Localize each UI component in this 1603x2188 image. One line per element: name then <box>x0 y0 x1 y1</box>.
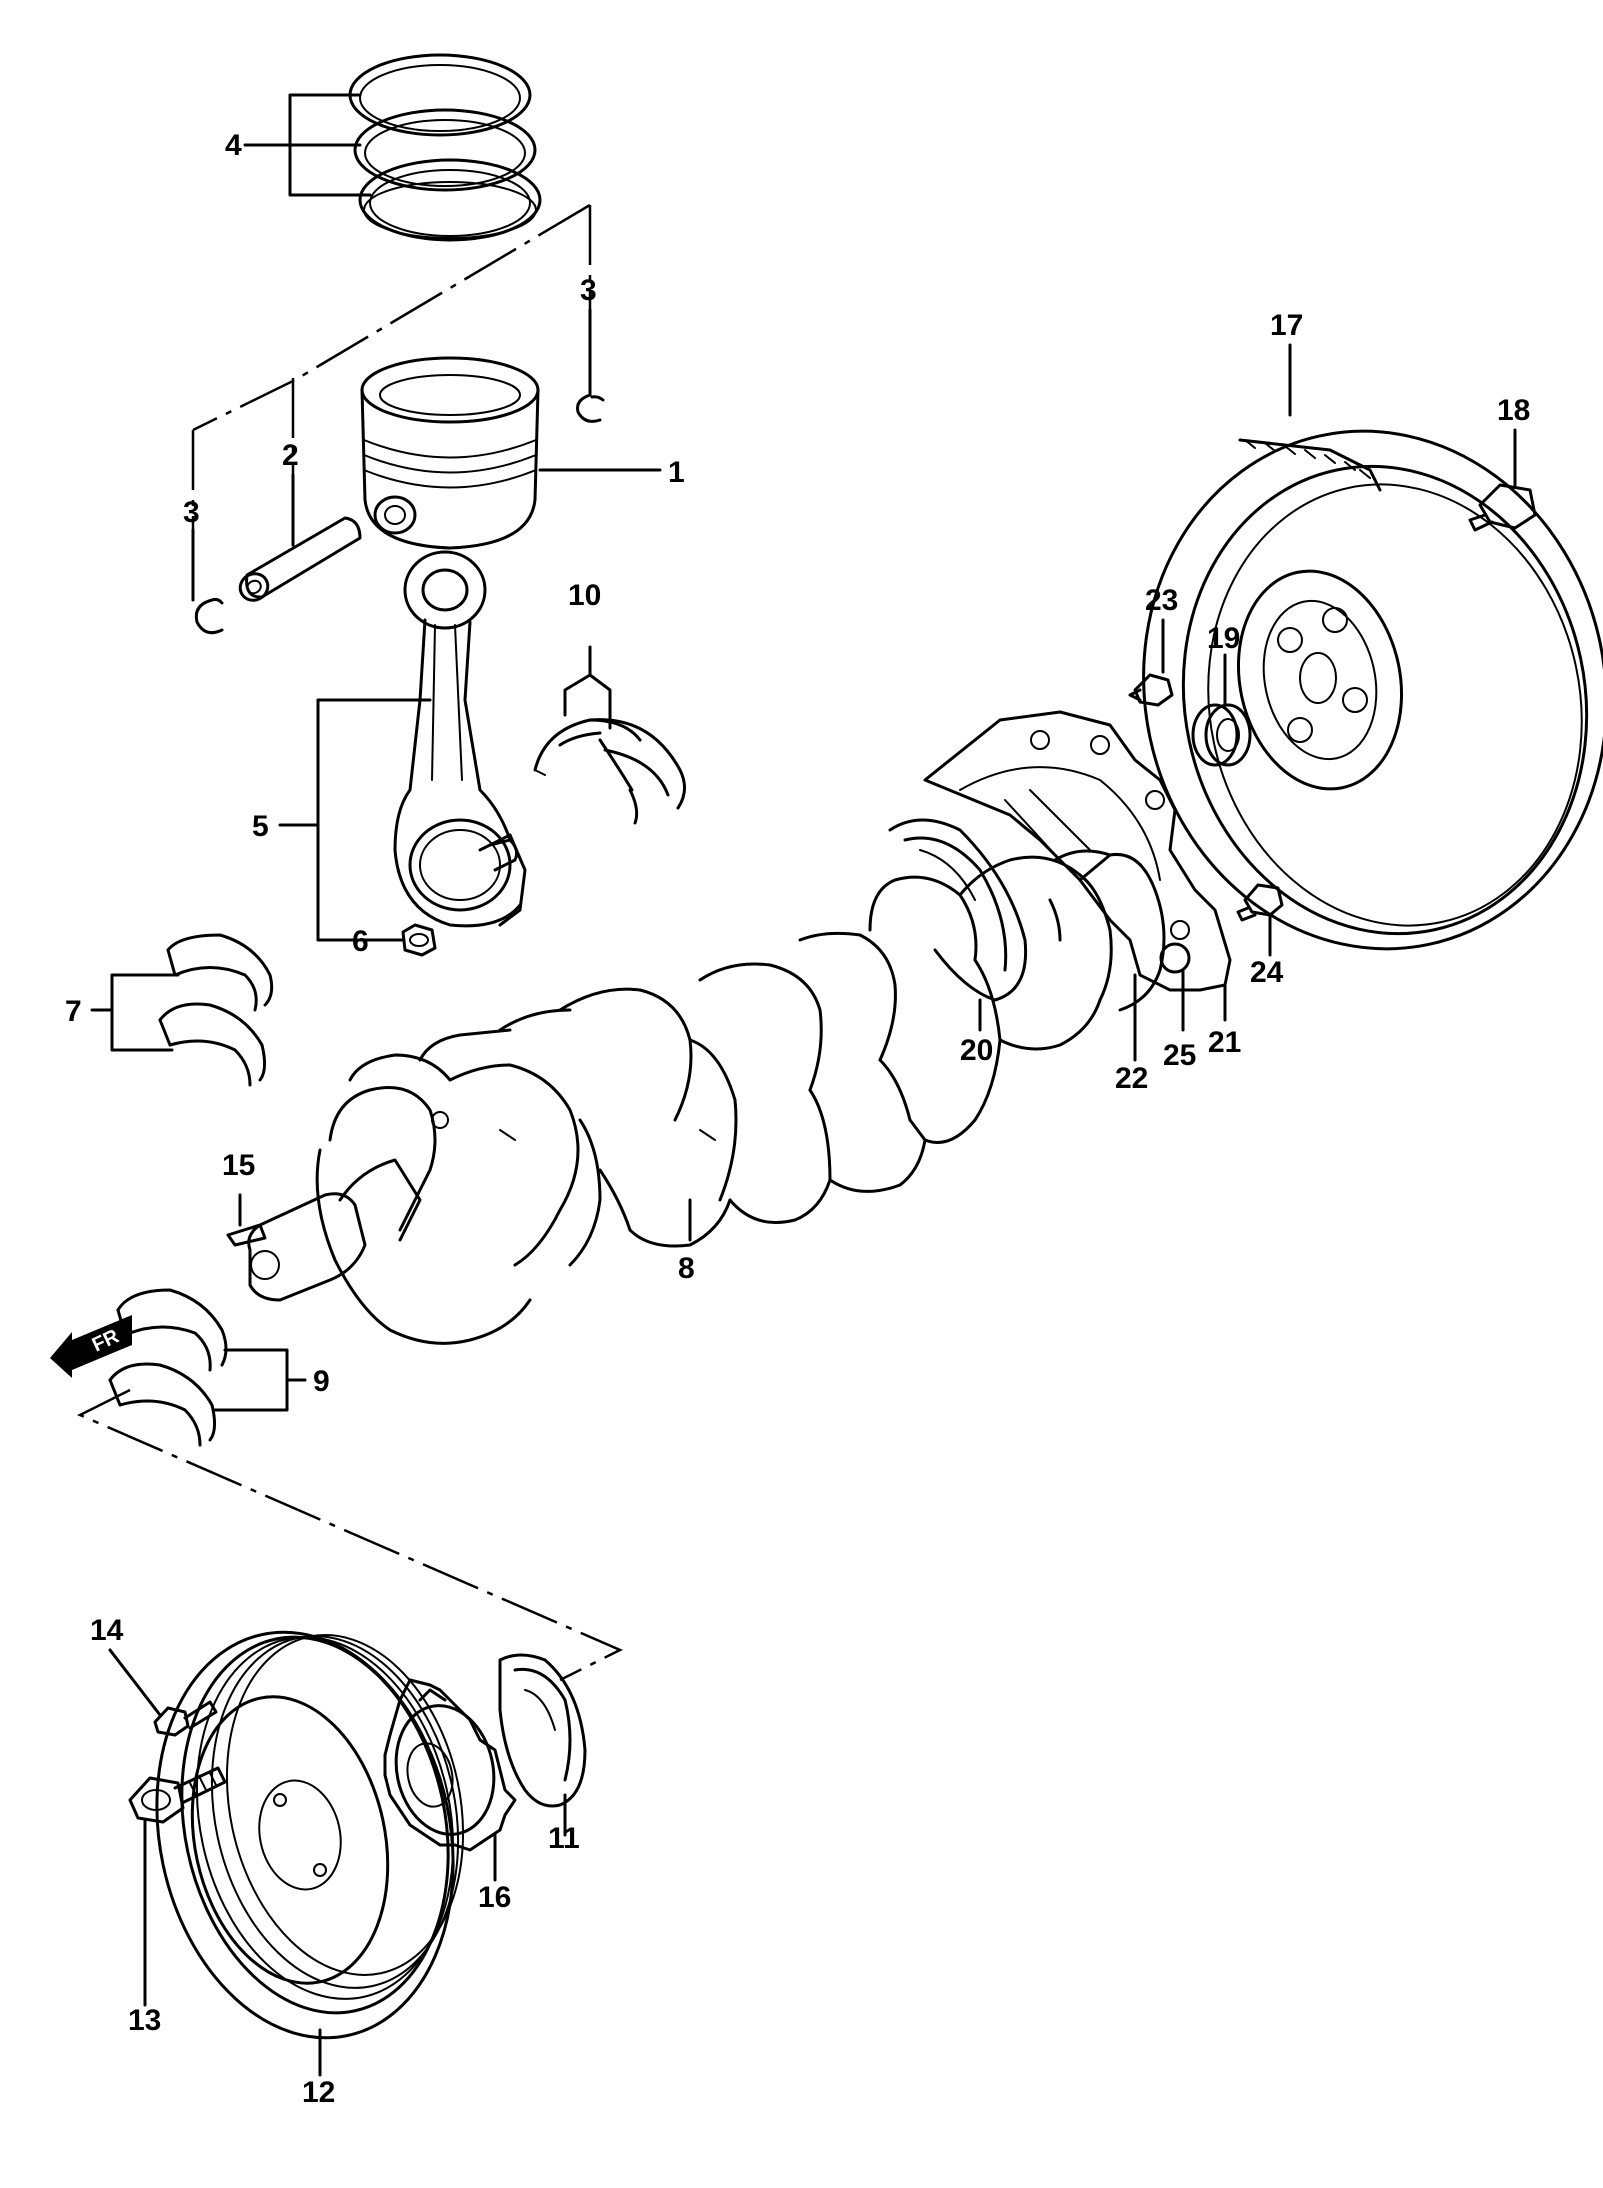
conrod-bearing <box>533 718 686 825</box>
conrod-nut <box>401 923 437 957</box>
label-13: 13 <box>128 2004 161 2037</box>
label-22: 22 <box>1115 1062 1148 1095</box>
label-25: 25 <box>1163 1039 1196 1072</box>
flywheel <box>1142 429 1603 951</box>
label-5: 5 <box>252 810 269 843</box>
label-4: 4 <box>225 129 242 162</box>
label-1: 1 <box>668 456 685 489</box>
flywheel-bolt <box>1468 483 1537 532</box>
conrod-bracket <box>316 698 432 942</box>
label-14: 14 <box>90 1614 124 1647</box>
label-20: 20 <box>960 1034 993 1067</box>
oil-seal-housing <box>923 710 1232 992</box>
label-7: 7 <box>65 995 82 1028</box>
label-12: 12 <box>302 2076 335 2109</box>
timing-pulley <box>383 1678 517 1852</box>
label-24: 24 <box>1250 956 1284 989</box>
snap-ring-left <box>194 597 224 635</box>
label-21: 21 <box>1208 1026 1241 1059</box>
woodruff-key <box>226 1223 267 1247</box>
label-3-right: 3 <box>580 274 597 307</box>
bracket-7 <box>110 973 180 1052</box>
pilot-bearing <box>1191 703 1252 767</box>
snap-ring-right <box>576 393 605 423</box>
label-18: 18 <box>1497 394 1530 427</box>
connecting-rod <box>393 550 527 928</box>
label-6: 6 <box>352 925 369 958</box>
main-bearing-upper <box>158 933 274 1087</box>
front-oil-seal <box>498 1653 587 1808</box>
piston-rings <box>348 53 542 242</box>
label-11: 11 <box>548 1822 580 1855</box>
bracket-10 <box>563 645 592 717</box>
bracket-10b <box>588 673 612 730</box>
label-23: 23 <box>1145 584 1178 617</box>
label-8: 8 <box>678 1252 695 1285</box>
label-17: 17 <box>1270 309 1303 342</box>
bolt-23 <box>1128 673 1174 707</box>
main-bearing-lower <box>108 1288 228 1447</box>
label-19: 19 <box>1207 622 1240 655</box>
front-arrow: FR <box>50 1315 132 1378</box>
crank-pulley <box>155 1630 465 2040</box>
label-16: 16 <box>478 1881 511 1914</box>
arrow-left-icon <box>50 1315 132 1378</box>
lower-outline <box>77 1388 623 1682</box>
ring-bracket <box>243 93 372 197</box>
assembly-outline <box>192 203 591 432</box>
pulley-bolt-small <box>153 1700 218 1737</box>
piston-pin <box>238 516 362 602</box>
crankshaft <box>247 849 1166 1345</box>
label-3-left: 3 <box>183 496 200 529</box>
rear-oil-seal <box>888 818 1028 1002</box>
pulley-bolt <box>128 1766 227 1824</box>
label-10: 10 <box>568 579 601 612</box>
leader-14 <box>108 1648 162 1717</box>
piston <box>360 356 540 550</box>
label-9: 9 <box>313 1365 330 1398</box>
label-15: 15 <box>222 1149 255 1182</box>
bolt-24 <box>1236 883 1284 922</box>
label-2: 2 <box>282 439 299 472</box>
